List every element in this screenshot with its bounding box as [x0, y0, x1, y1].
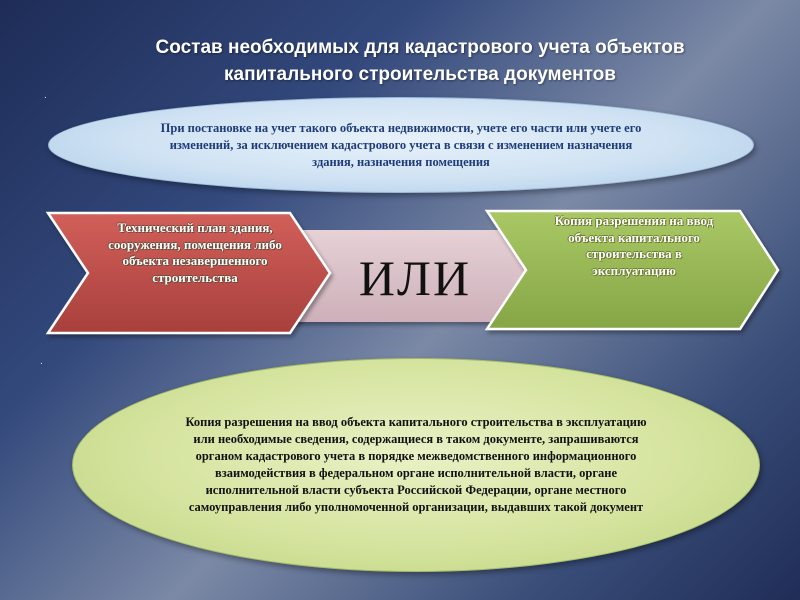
- middle-arrow-shape: [288, 230, 548, 322]
- right-arrow-text: Копия разрешения на ввод объекта капитал…: [554, 213, 714, 278]
- top-ellipse: При постановке на учет такого объекта не…: [48, 97, 754, 193]
- or-label: ИЛИ: [358, 250, 472, 306]
- top-ellipse-text: При постановке на учет такого объекта не…: [160, 120, 642, 169]
- bottom-ellipse-text: Копия разрешения на ввод объекта капитал…: [185, 415, 647, 514]
- bullet-dot-2: .: [40, 356, 43, 367]
- title-line-1: Состав необходимых для кадастрового учет…: [155, 37, 685, 58]
- right-arrow-shape: [484, 209, 780, 331]
- bullet-dot-1: .: [44, 90, 47, 101]
- left-arrow-shape: [45, 211, 332, 335]
- title-line-2: капитального строительства документов: [224, 64, 616, 85]
- bottom-ellipse: Копия разрешения на ввод объекта капитал…: [72, 358, 760, 572]
- left-arrow-text: Технический план здания, сооружения, пом…: [108, 220, 282, 285]
- slide-title: Состав необходимых для кадастрового учет…: [70, 34, 770, 88]
